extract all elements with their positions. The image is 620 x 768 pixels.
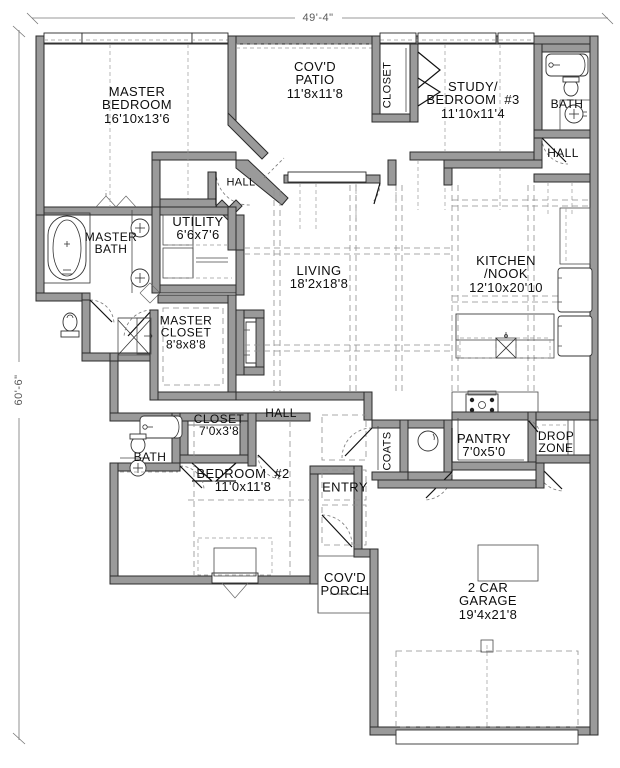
dimension-label-overall-depth: 60'-6" <box>13 371 25 409</box>
room-pantry <box>407 411 591 501</box>
exterior-walls <box>35 35 599 736</box>
room-master-bath <box>43 206 161 362</box>
room-bedroom-2 <box>179 412 311 599</box>
room-master-closet <box>136 294 237 401</box>
room-living <box>235 159 452 421</box>
dimension-label-overall-width: 49'-4" <box>299 12 337 24</box>
room-study-bedroom-3 <box>371 32 543 210</box>
room-garage <box>377 462 579 745</box>
room-utility <box>159 206 237 294</box>
room-covd-patio <box>236 43 381 230</box>
room-bath-lower <box>120 415 183 477</box>
room-entry <box>321 414 409 548</box>
room-bath-upper <box>533 43 591 215</box>
room-master-bedroom <box>43 32 269 216</box>
dimension-lines <box>12 12 614 745</box>
room-kitchen-nook <box>443 159 593 417</box>
